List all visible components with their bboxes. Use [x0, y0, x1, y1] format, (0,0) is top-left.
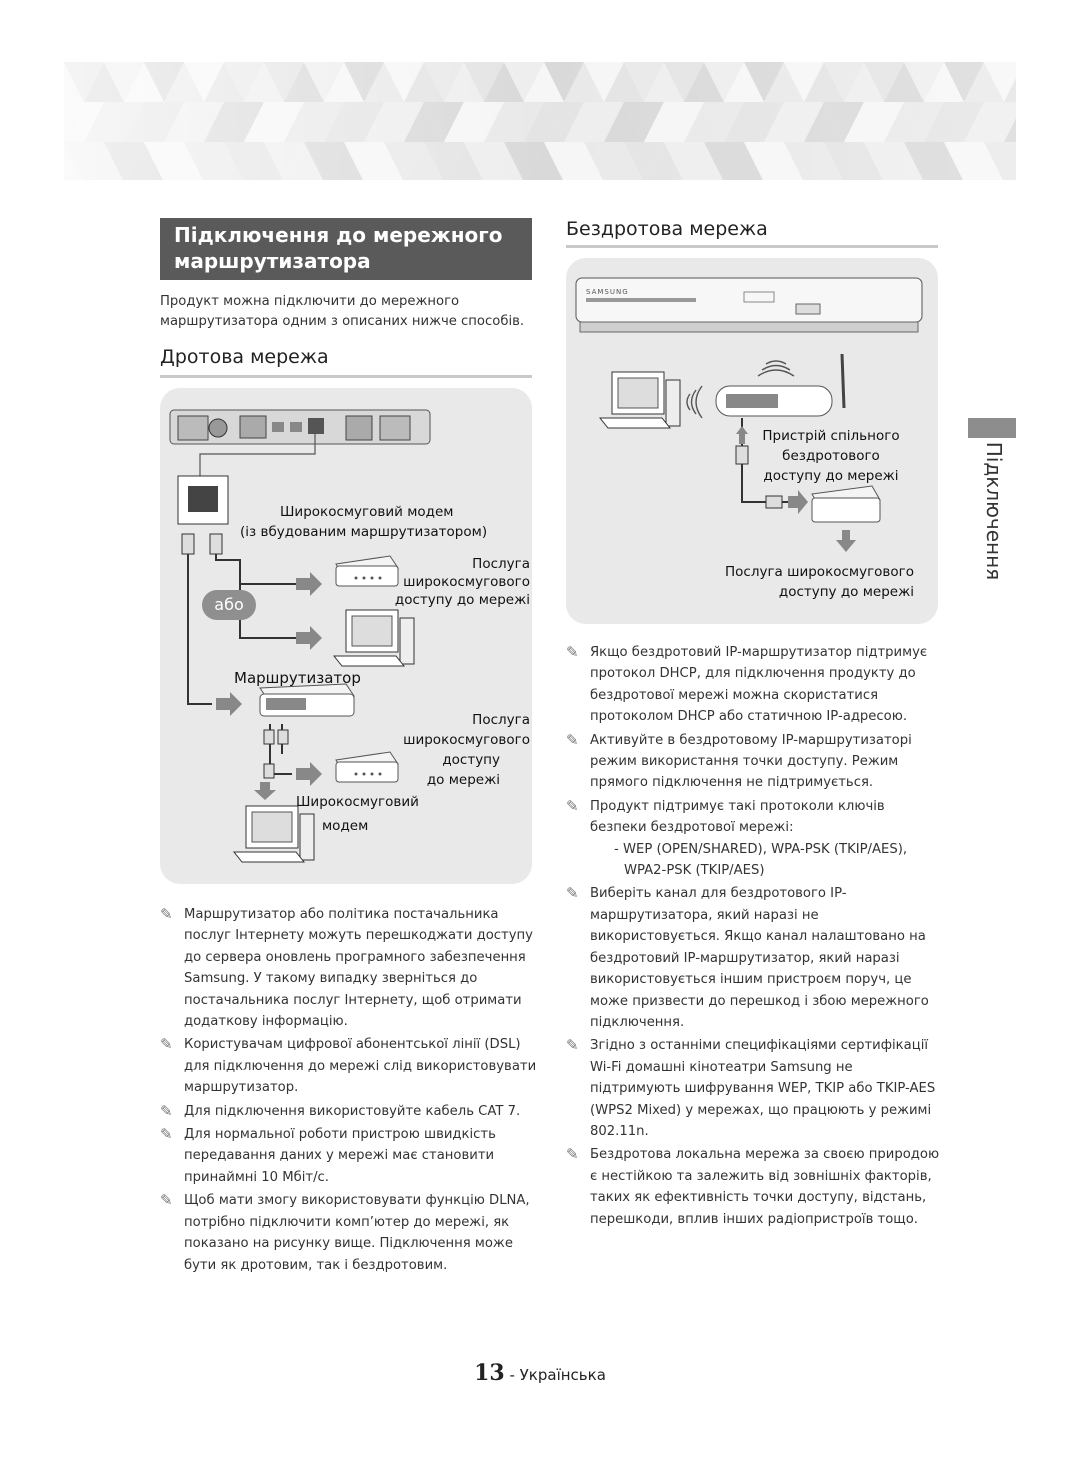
note-item: ✎Якщо бездротовий IP-маршрутизатор підтр…: [566, 643, 928, 725]
label-service1-a: Послуга: [472, 556, 530, 572]
decorative-banner: [64, 62, 1016, 180]
note-item: ✎Активуйте в бездротовому IP-маршрутизат…: [566, 730, 912, 791]
label-ap-c: доступу до мережі: [763, 468, 899, 484]
note-item: ✎Щоб мати змогу використовувати функцію …: [160, 1191, 530, 1273]
wireless-heading: Бездротова мережа: [566, 218, 768, 240]
arrow-icon: [216, 692, 242, 716]
note-pencil-icon: ✎: [566, 643, 579, 661]
arrow-icon: [788, 490, 808, 514]
note-pencil-icon: ✎: [160, 1035, 173, 1054]
wired-diagram: Широкосмуговий модем (із вбудованим марш…: [160, 388, 532, 884]
arrow-icon: [296, 762, 322, 786]
arrow-up-icon: [736, 426, 748, 444]
label-router: Маршрутизатор: [234, 669, 361, 687]
chapter-tab-marker: [968, 418, 1016, 438]
note-item: ✎Виберіть канал для бездротового IP-марш…: [566, 884, 929, 1030]
lan-plug-icon: [209, 533, 223, 555]
brand-logo: SAMSUNG: [586, 288, 629, 296]
label-service1-b: широкосмугового: [403, 574, 530, 590]
note-item: ✎Для нормальної роботи пристрою швидкіст…: [160, 1125, 496, 1185]
wired-notes: ✎Маршрутизатор або політика постачальник…: [160, 904, 540, 1278]
label-service2-d: до мережі: [426, 772, 500, 788]
router-icon: [259, 683, 355, 717]
note-item: ✎Для підключення використовуйте кабель C…: [160, 1101, 540, 1122]
lan-plug-icon: [181, 533, 195, 555]
label-ap-b: бездротового: [782, 448, 880, 464]
or-badge: або: [202, 590, 256, 620]
label-service-a: Послуга широкосмугового: [725, 564, 914, 580]
page-footer: 13 - Українська: [0, 1360, 1080, 1386]
note-pencil-icon: ✎: [566, 884, 579, 903]
label-modem-router: Широкосмуговий модем: [280, 504, 454, 520]
note-item: ✎Продукт підтримує такі протоколи ключів…: [566, 796, 942, 882]
footer-language: - Українська: [509, 1366, 606, 1384]
computer-icon: [232, 805, 315, 863]
modem-icon: [811, 485, 881, 523]
wifi-signal-icon: [686, 360, 795, 419]
arrow-down-icon: [254, 782, 276, 800]
modem-icon: [335, 751, 399, 783]
chapter-tab: Підключення: [974, 441, 1006, 584]
section-title: Підключення до мережного маршрутизатора: [160, 218, 532, 280]
arrow-down-icon: [836, 530, 856, 552]
arrow-icon: [296, 572, 322, 596]
home-theater-player-icon: [575, 277, 923, 333]
note-item: ✎Маршрутизатор або політика постачальник…: [160, 905, 533, 1030]
note-item: ✎Згідно з останніми специфікаціями серти…: [566, 1036, 936, 1139]
wired-heading-rule: [160, 375, 532, 378]
note-pencil-icon: ✎: [566, 1145, 579, 1164]
wireless-notes: ✎Якщо бездротовий IP-маршрутизатор підтр…: [566, 642, 942, 1232]
note-pencil-icon: ✎: [566, 1036, 579, 1055]
note-pencil-icon: ✎: [160, 1125, 173, 1144]
computer-icon: [598, 371, 681, 429]
label-ap-a: Пристрій спільного: [762, 428, 900, 444]
access-point-icon: [715, 353, 846, 417]
modem-router-icon: [335, 555, 399, 587]
player-rear-panel: [169, 409, 431, 445]
wired-heading: Дротова мережа: [160, 346, 329, 368]
wireless-diagram: SAMSUNG Пристрій спільного бездротового …: [566, 258, 938, 624]
note-item: ✎Бездротова локальна мережа за своєю при…: [566, 1145, 940, 1227]
page-number: 13: [474, 1360, 505, 1386]
note-pencil-icon: ✎: [160, 1191, 173, 1210]
note-item: ✎Користувачам цифрової абонентської ліні…: [160, 1035, 537, 1096]
intro-text: Продукт можна підключити до мережного ма…: [160, 294, 525, 329]
label-service2-c: доступу: [442, 752, 500, 768]
label-modem-router-2: (із вбудованим маршрутизатором): [240, 524, 488, 540]
note-pencil-icon: ✎: [566, 730, 579, 749]
label-service-b: доступу до мережі: [778, 584, 914, 600]
wireless-heading-rule: [566, 245, 938, 248]
note-pencil-icon: ✎: [566, 796, 579, 815]
label-modem-a: Широкосмуговий: [296, 794, 419, 810]
label-service2-b: широкосмугового: [403, 732, 530, 748]
note-pencil-icon: ✎: [160, 1101, 173, 1120]
label-service1-c: доступу до мережі: [394, 592, 530, 608]
computer-icon: [332, 609, 415, 667]
label-service2-a: Послуга: [472, 712, 530, 728]
note-pencil-icon: ✎: [160, 905, 173, 923]
chapter-tab-label: Підключення: [982, 441, 1006, 581]
arrow-icon: [296, 626, 322, 650]
label-modem-b: модем: [322, 818, 369, 834]
security-protocols-list: - WEP (OPEN/SHARED), WPA-PSK (TKIP/AES),…: [614, 841, 908, 879]
